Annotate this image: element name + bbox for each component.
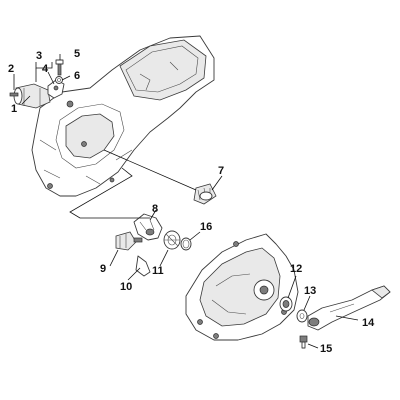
kick-washer — [296, 309, 308, 323]
leader-lines — [13, 54, 359, 349]
callout-9: 9 — [100, 263, 106, 275]
kick-gear-shaft — [193, 183, 217, 205]
retaining-clip — [135, 255, 151, 277]
callout-3: 3 — [36, 50, 42, 62]
callout-1: 1 — [11, 103, 17, 115]
oil-seal — [279, 296, 293, 312]
callout-13: 13 — [304, 285, 316, 297]
callout-14: 14 — [362, 317, 375, 329]
crankcase-left-half — [31, 35, 215, 197]
callout-15: 15 — [320, 343, 332, 355]
o-ring — [180, 237, 192, 251]
starter-bracket — [47, 79, 65, 99]
kick-lever-bolt — [299, 335, 308, 349]
callout-11: 11 — [152, 265, 164, 277]
callout-2: 2 — [8, 63, 14, 75]
callout-12: 12 — [290, 263, 302, 275]
return-spring — [163, 230, 181, 250]
callout-8: 8 — [152, 203, 158, 215]
starter-pinion — [115, 231, 143, 251]
starter-bolt — [55, 59, 64, 76]
callout-4: 4 — [42, 63, 49, 75]
kick-driven-gear — [133, 213, 163, 241]
right-case-cover — [185, 233, 299, 341]
kick-start-lever — [307, 285, 391, 331]
callout-7: 7 — [218, 165, 224, 177]
callout-16: 16 — [200, 221, 212, 233]
callout-labels: 1 2 3 4 5 6 7 8 9 10 11 12 13 14 15 16 — [8, 48, 375, 355]
callout-10: 10 — [120, 281, 132, 293]
callout-6: 6 — [74, 70, 80, 82]
callout-5: 5 — [74, 48, 80, 60]
starter-washer — [55, 76, 63, 84]
